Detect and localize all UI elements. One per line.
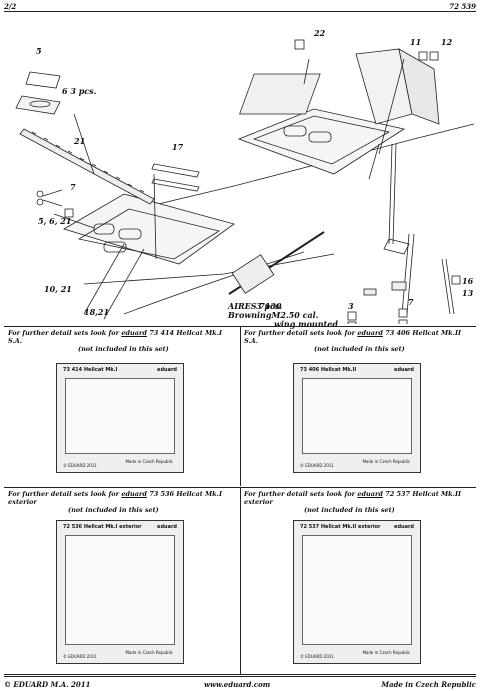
sheet-logo: eduard bbox=[394, 524, 414, 530]
brand-logo: eduard bbox=[357, 490, 383, 498]
sheet-copyright: © EDUARD 2011 bbox=[63, 654, 97, 659]
rec-note: (not included in this set) bbox=[314, 345, 405, 353]
callout-16: 16 bbox=[462, 276, 474, 286]
sheet-copyright: © EDUARD 2011 bbox=[63, 463, 97, 468]
sheet-parts bbox=[65, 535, 175, 645]
band-divider-1 bbox=[240, 326, 241, 486]
rec-lead: For further detail sets look for bbox=[244, 329, 356, 337]
fret-sheet-73406: 73 406 Hellcat Mk.II eduard © EDUARD 201… bbox=[293, 363, 421, 473]
aires-note: AIRES 7130 BrowningM2.50 cal. wing mount… bbox=[228, 302, 338, 329]
rec-lead: For further detail sets look for bbox=[244, 490, 356, 498]
sheet-title: 72 537 Hellcat Mk.II exterior bbox=[300, 524, 381, 530]
header-rule bbox=[4, 11, 476, 12]
sheet-parts bbox=[65, 378, 175, 454]
sheet-title: 72 536 Hellcat Mk.I exterior bbox=[63, 524, 142, 530]
callout-7b: 7 bbox=[408, 297, 414, 307]
callout-7a: 7 bbox=[70, 182, 76, 192]
rec-note: (not included in this set) bbox=[304, 506, 395, 514]
callout-3: 3 bbox=[348, 301, 354, 311]
rec-text-2: For further detail sets look for eduard … bbox=[244, 329, 474, 353]
page-header: 2/2 72 539 bbox=[4, 2, 476, 12]
callout-22: 22 bbox=[314, 28, 326, 38]
callout-17: 17 bbox=[172, 142, 184, 152]
rec-set: 73 406 Hellcat Mk.II S.A. bbox=[244, 329, 462, 345]
sheet-logo: eduard bbox=[157, 367, 177, 373]
sheet-made: Made in Czech Republic bbox=[125, 459, 173, 464]
footer-copyright: © EDUARD M.A. 2011 bbox=[4, 680, 91, 689]
assembly-diagram: 5 6 3 pcs. 21 7 5, 6, 21 17 10, 21 18,21… bbox=[4, 14, 476, 331]
sheet-title: 73 406 Hellcat Mk.II bbox=[300, 367, 357, 373]
rec-lead: For further detail sets look for bbox=[8, 329, 120, 337]
brand-logo: eduard bbox=[121, 329, 147, 337]
brand-logo: eduard bbox=[121, 490, 147, 498]
sheet-logo: eduard bbox=[157, 524, 177, 530]
sheet-made: Made in Czech Republic bbox=[125, 650, 173, 655]
qty-note: 3 pcs. bbox=[256, 301, 283, 311]
sheet-copyright: © EDUARD 2011 bbox=[300, 654, 334, 659]
set-code: 72 539 bbox=[449, 2, 476, 11]
band-divider-2 bbox=[240, 487, 241, 674]
callout-18-21: 18,21 bbox=[84, 307, 110, 317]
callout-21: 21 bbox=[74, 136, 86, 146]
footer-made: Made in Czech Republic bbox=[381, 680, 476, 689]
sheet-copyright: © EDUARD 2011 bbox=[300, 463, 334, 468]
fret-sheet-72536: 72 536 Hellcat Mk.I exterior eduard © ED… bbox=[56, 520, 184, 664]
wing-assembly-drawing bbox=[15, 39, 475, 331]
rec-text-3: For further detail sets look for eduard … bbox=[8, 490, 238, 514]
sheet-title: 73 414 Hellcat Mk.I bbox=[63, 367, 118, 373]
sheet-made: Made in Czech Republic bbox=[362, 650, 410, 655]
fret-sheet-72537: 72 537 Hellcat Mk.II exterior eduard © E… bbox=[293, 520, 421, 664]
aires-title: AIRES 7130 BrowningM2.50 cal. bbox=[228, 301, 319, 320]
sheet-parts bbox=[302, 535, 412, 645]
rec-set: 73 536 Hellcat Mk.I exterior bbox=[8, 490, 222, 506]
footer-website: www.eduard.com bbox=[204, 680, 271, 689]
callout-10-21: 10, 21 bbox=[44, 284, 72, 294]
rec-set: 72 537 Hellcat Mk.II exterior bbox=[244, 490, 462, 506]
rec-note: (not included in this set) bbox=[68, 506, 159, 514]
brand-logo: eduard bbox=[357, 329, 383, 337]
rec-set: 73 414 Hellcat Mk.I S.A. bbox=[8, 329, 222, 345]
rec-lead: For further detail sets look for bbox=[8, 490, 120, 498]
callout-12: 12 bbox=[441, 37, 453, 47]
callout-5-6-21: 5, 6, 21 bbox=[38, 216, 72, 226]
sheet-parts bbox=[302, 378, 412, 454]
callout-6: 6 3 pcs. bbox=[62, 86, 97, 96]
page-footer: © EDUARD M.A. 2011 www.eduard.com Made i… bbox=[4, 676, 476, 689]
rec-text-4: For further detail sets look for eduard … bbox=[244, 490, 476, 514]
sheet-made: Made in Czech Republic bbox=[362, 459, 410, 464]
callout-11: 11 bbox=[410, 37, 422, 47]
fret-sheet-73414: 73 414 Hellcat Mk.I eduard © EDUARD 2011… bbox=[56, 363, 184, 473]
page-number: 2/2 bbox=[4, 2, 17, 11]
aires-sub: wing mounted bbox=[274, 319, 338, 329]
rec-text-1: For further detail sets look for eduard … bbox=[8, 329, 238, 353]
callout-13: 13 bbox=[462, 288, 474, 298]
callout-5: 5 bbox=[36, 46, 42, 56]
sheet-logo: eduard bbox=[394, 367, 414, 373]
rec-note: (not included in this set) bbox=[78, 345, 169, 353]
recommendation-band-2 bbox=[4, 487, 476, 675]
